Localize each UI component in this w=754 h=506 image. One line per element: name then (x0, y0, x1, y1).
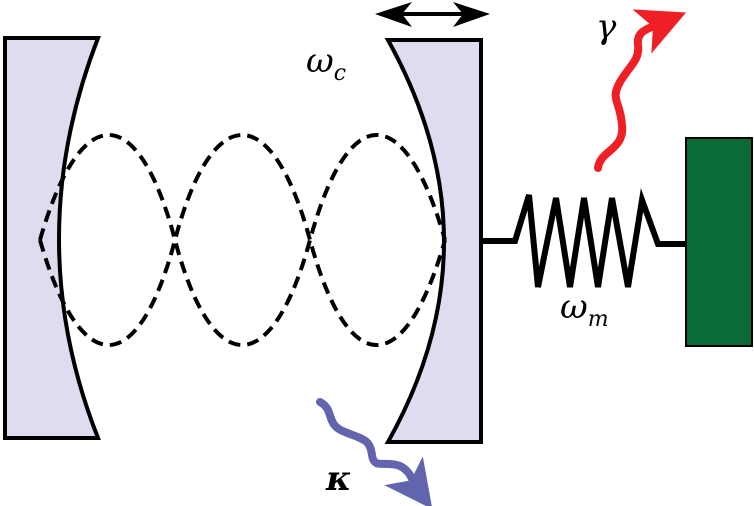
spring (481, 188, 686, 288)
cavity-decay-label: κ (325, 459, 351, 499)
right-movable-mirror (384, 38, 483, 444)
mirror-motion-double-arrow (375, 2, 490, 27)
gamma-decay-wavy-arrow (594, 9, 687, 172)
cavity-mode-standing-wave (38, 133, 447, 347)
cavity-frequency-label: ωc (306, 41, 346, 86)
mechanical-frequency-label: ωm (560, 287, 609, 332)
left-mirror (3, 36, 101, 440)
kappa-decay-wavy-arrow (316, 398, 433, 506)
mechanical-damping-label: γ (596, 7, 617, 47)
fixed-support-block (685, 137, 753, 347)
